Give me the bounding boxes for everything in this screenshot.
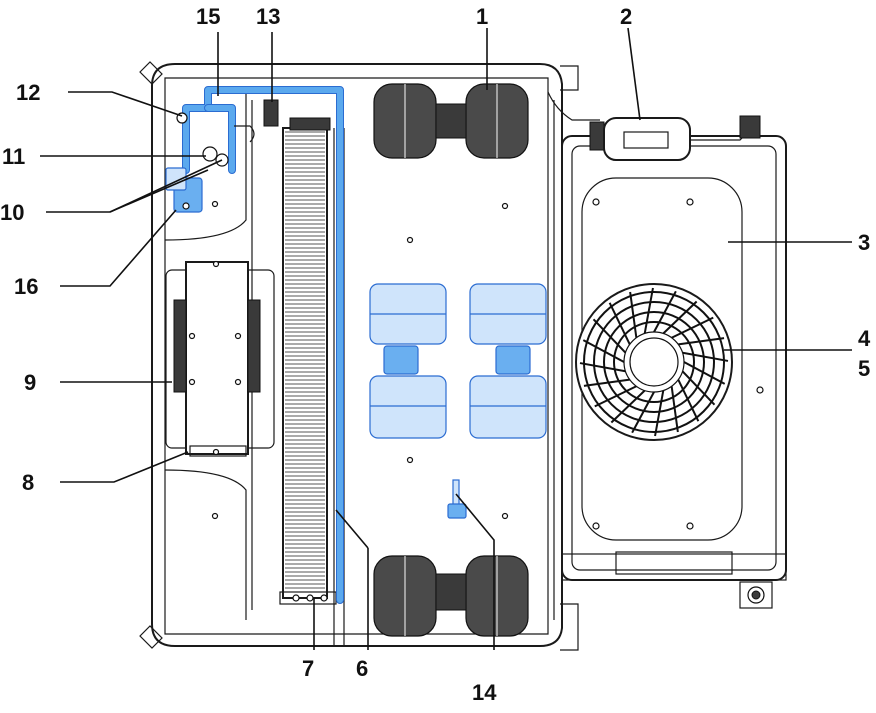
evaporator-blowers <box>369 283 547 439</box>
callout-7: 7 <box>302 656 314 681</box>
receiver-drier <box>547 91 761 161</box>
callout-2: 2 <box>620 4 632 29</box>
callout-14: 14 <box>472 680 497 705</box>
callout-10: 10 <box>0 200 24 225</box>
sensor-bracket <box>447 479 467 519</box>
callout-8: 8 <box>22 470 34 495</box>
callout-13: 13 <box>256 4 280 29</box>
heat-exchanger-coil <box>279 127 345 646</box>
blower-top <box>373 83 529 159</box>
callout-3: 3 <box>858 230 870 255</box>
callout-15: 15 <box>196 4 220 29</box>
blower-bottom <box>373 555 529 637</box>
callout-11: 11 <box>2 144 25 169</box>
condenser-fan <box>575 283 733 441</box>
leader-lines <box>40 27 852 650</box>
callout-12: 12 <box>16 80 40 105</box>
coil-fins <box>285 131 325 593</box>
callout-6: 6 <box>356 656 368 681</box>
control-box <box>165 260 275 457</box>
callout-labels: 1 2 3 4 5 6 7 8 9 10 11 12 13 14 15 16 <box>0 4 871 705</box>
callout-4: 4 <box>858 326 871 351</box>
callout-1: 1 <box>476 4 488 29</box>
callout-5: 5 <box>858 356 870 381</box>
fan-guard <box>579 287 729 437</box>
callout-16: 16 <box>14 274 38 299</box>
callout-9: 9 <box>24 370 36 395</box>
